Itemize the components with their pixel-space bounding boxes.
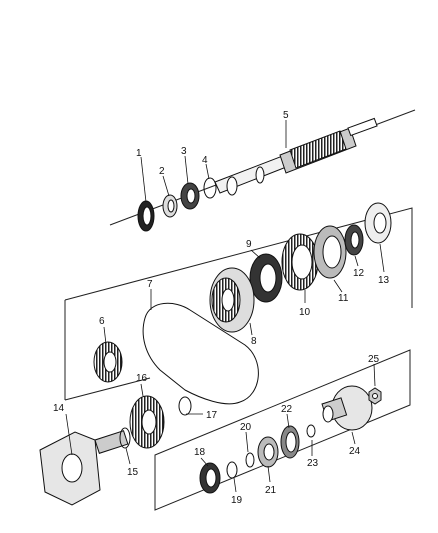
part-23-o-ring xyxy=(306,424,316,438)
part-7-chain xyxy=(142,302,259,405)
callout-4: 4 xyxy=(202,155,208,166)
callout-10: 10 xyxy=(299,307,311,318)
callout-9: 9 xyxy=(246,239,252,250)
part-17-snap-ring xyxy=(178,396,192,416)
part-25-nut xyxy=(368,387,382,405)
panel-bottom-frame xyxy=(154,349,411,511)
callout-12: 12 xyxy=(353,268,365,279)
part-14-housing xyxy=(39,430,129,506)
leader-lines xyxy=(65,120,385,493)
part-4-snap-ring xyxy=(203,177,217,199)
callout-19: 19 xyxy=(231,495,243,506)
callout-6: 6 xyxy=(99,316,105,327)
part-13-plate xyxy=(364,202,392,244)
callout-2: 2 xyxy=(159,166,165,177)
callout-25: 25 xyxy=(368,354,380,365)
part-21-bearing xyxy=(257,436,279,468)
callout-11: 11 xyxy=(338,293,349,304)
part-8-drive-sprocket xyxy=(209,267,255,333)
part-3-bearing xyxy=(180,182,200,210)
part-20-washer xyxy=(245,452,255,468)
part-16-gear xyxy=(129,395,165,449)
part-18-seal xyxy=(199,462,221,494)
part-12-bearing xyxy=(344,224,364,256)
part-5-mainshaft xyxy=(214,117,378,196)
callout-13: 13 xyxy=(378,275,390,286)
callout-16: 16 xyxy=(136,373,148,384)
part-24-companion-flange xyxy=(321,385,373,431)
callout-1: 1 xyxy=(136,148,142,159)
part-1-seal xyxy=(137,200,155,232)
part-22-retainer xyxy=(280,425,300,459)
part-9-bearing xyxy=(249,253,283,303)
callout-22: 22 xyxy=(281,404,293,415)
callout-7: 7 xyxy=(147,279,153,290)
callout-8: 8 xyxy=(251,336,257,347)
callout-18: 18 xyxy=(194,447,206,458)
callout-15: 15 xyxy=(127,467,139,478)
part-10-sprocket xyxy=(281,233,319,291)
callouts: 1 2 3 4 5 6 7 8 9 10 11 12 13 14 15 16 1… xyxy=(53,110,390,506)
part-15-snap-ring xyxy=(119,427,131,449)
callout-20: 20 xyxy=(240,422,252,433)
callout-24: 24 xyxy=(349,446,361,457)
callout-3: 3 xyxy=(181,146,187,157)
part-11-hub xyxy=(313,225,347,279)
part-6-gear xyxy=(93,341,123,383)
callout-14: 14 xyxy=(53,403,65,414)
panel-middle-frame xyxy=(64,207,413,401)
callout-23: 23 xyxy=(307,458,319,469)
callout-17: 17 xyxy=(206,410,218,421)
part-19-snap-ring xyxy=(226,461,238,479)
callout-5: 5 xyxy=(283,110,289,121)
callout-21: 21 xyxy=(265,485,277,496)
part-2-bearing xyxy=(162,194,178,218)
